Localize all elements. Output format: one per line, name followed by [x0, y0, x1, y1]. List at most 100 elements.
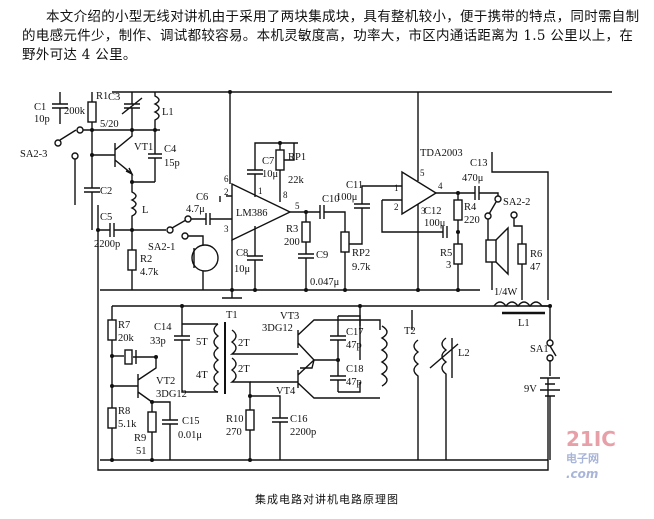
- figure-caption: 集成电路对讲机电路原理图: [255, 493, 399, 506]
- r5-ref: R5: [440, 248, 452, 259]
- r8-value: 5.1k: [118, 419, 137, 430]
- tda2003-ref: TDA2003: [420, 148, 463, 159]
- c11-ref: C11: [346, 180, 363, 191]
- c13-value: 470μ: [462, 173, 484, 184]
- junction-dots: [90, 90, 552, 462]
- c17-ref: C17: [346, 327, 364, 338]
- t1-winding-2t-a: 2T: [238, 338, 250, 349]
- r7-ref: R7: [118, 320, 130, 331]
- c5-ref: C5: [100, 212, 112, 223]
- sa21-ref: SA2-1: [148, 242, 175, 253]
- c6-value: 4.7μ: [186, 204, 205, 215]
- l-ref: L: [142, 205, 148, 216]
- r4-ref: R4: [464, 202, 477, 213]
- sa22-ref: SA2-2: [503, 197, 530, 208]
- r1-value: 200k: [64, 106, 86, 117]
- wires: [97, 91, 612, 471]
- tda2003-stage: [381, 92, 527, 300]
- c3-ref: C3: [108, 92, 120, 103]
- c18-ref: C18: [346, 364, 364, 375]
- rf-stage: [52, 92, 232, 290]
- c14-ref: C14: [154, 322, 172, 333]
- lm386-ref: LM386: [236, 208, 268, 219]
- c7-value: 10μ: [262, 169, 279, 180]
- tda-pin3: 3: [421, 206, 426, 216]
- r3-value: 200: [284, 237, 300, 248]
- c16-value: 2200p: [290, 427, 316, 438]
- c10-ref: C10: [322, 194, 340, 205]
- r10-ref: R10: [226, 414, 244, 425]
- c8-value: 10μ: [234, 264, 251, 275]
- vt3-ref: VT3: [280, 311, 299, 322]
- r5-value: 3: [446, 260, 451, 271]
- vt3-value: 3DG12: [262, 323, 293, 334]
- c18-value: 47p: [346, 377, 362, 388]
- battery-value: 9V: [524, 384, 537, 395]
- tda-pin5: 5: [420, 168, 425, 178]
- rp1-ref: RP1: [288, 152, 306, 163]
- watermark: 21IC 电子网 .com: [566, 427, 616, 481]
- lm386-pin6: 6: [224, 174, 229, 184]
- l1-top-ref: L1: [162, 107, 174, 118]
- c7-ref: C7: [262, 156, 274, 167]
- lm386-pin2: 2: [224, 187, 229, 197]
- r6-ref: R6: [530, 249, 542, 260]
- power-section: [493, 301, 560, 460]
- r10-value: 270: [226, 427, 242, 438]
- l2-ref: L2: [458, 348, 470, 359]
- t1-winding-4t: 4T: [196, 370, 208, 381]
- t2-ref: T2: [404, 326, 416, 337]
- lm386-pin3: 3: [224, 224, 229, 234]
- c12-value: 100μ: [424, 218, 446, 229]
- watermark-sub1: 电子网: [566, 451, 599, 465]
- sa1-ref: SA1: [530, 344, 549, 355]
- c12-ref: C12: [424, 206, 442, 217]
- rp2-ref: RP2: [352, 248, 370, 259]
- r3-ref: R3: [286, 224, 298, 235]
- r2-value: 4.7k: [140, 267, 159, 278]
- tda-pin1: 1: [394, 183, 399, 193]
- vt2-value: 3DG12: [156, 389, 187, 400]
- c13-ref: C13: [470, 158, 488, 169]
- lm386-pin8: 8: [283, 190, 288, 200]
- c15-ref: C15: [182, 416, 200, 427]
- r7-value: 20k: [118, 333, 135, 344]
- tda-pin4: 4: [438, 181, 443, 191]
- r9-ref: R9: [134, 433, 146, 444]
- rp2-value: 9.7k: [352, 262, 371, 273]
- sa23-ref: SA2-3: [20, 149, 47, 160]
- r4-value: 220: [464, 215, 480, 226]
- c17-value: 47p: [346, 340, 362, 351]
- vt4-ref: VT4: [276, 386, 296, 397]
- c16-ref: C16: [290, 414, 308, 425]
- c4-value: 15p: [164, 158, 180, 169]
- c11-value: 100μ: [336, 192, 358, 203]
- vt1-ref: VT1: [134, 142, 153, 153]
- r1-ref: R1: [96, 91, 108, 102]
- watermark-main: 21IC: [566, 427, 616, 451]
- t1-winding-2t-b: 2T: [238, 364, 250, 375]
- t1-ref: T1: [226, 310, 238, 321]
- vt2-ref: VT2: [156, 376, 175, 387]
- c6-ref: C6: [196, 192, 208, 203]
- c3-value: 5/20: [100, 119, 119, 130]
- intro-text: 本文介绍的小型无线对讲机由于采用了两块集成块，具有整机较小，便于携带的特点，同时…: [22, 9, 640, 63]
- c14-value: 33p: [150, 336, 166, 347]
- r2-ref: R2: [140, 254, 152, 265]
- labels: C1 10p R1 200k C3 5/20 L1 C4 15p VT1 C2 …: [20, 91, 549, 457]
- c2-ref: C2: [100, 186, 112, 197]
- c1-value: 10p: [34, 114, 50, 125]
- c9-value: 0.047μ: [310, 277, 340, 288]
- t1-winding-5t: 5T: [196, 337, 208, 348]
- speaker-rating: 1/4W: [494, 287, 517, 298]
- lm386-stage: [219, 92, 392, 290]
- l1-ref: L1: [518, 318, 530, 329]
- watermark-sub2: .com: [566, 467, 598, 481]
- r9-value: 51: [136, 446, 147, 457]
- c8-ref: C8: [236, 248, 248, 259]
- c4-ref: C4: [164, 144, 177, 155]
- intro-paragraph: 本文介绍的小型无线对讲机由于采用了两块集成块，具有整机较小，便于携带的特点，同时…: [22, 8, 642, 65]
- r8-ref: R8: [118, 406, 130, 417]
- c15-value: 0.01μ: [178, 430, 202, 441]
